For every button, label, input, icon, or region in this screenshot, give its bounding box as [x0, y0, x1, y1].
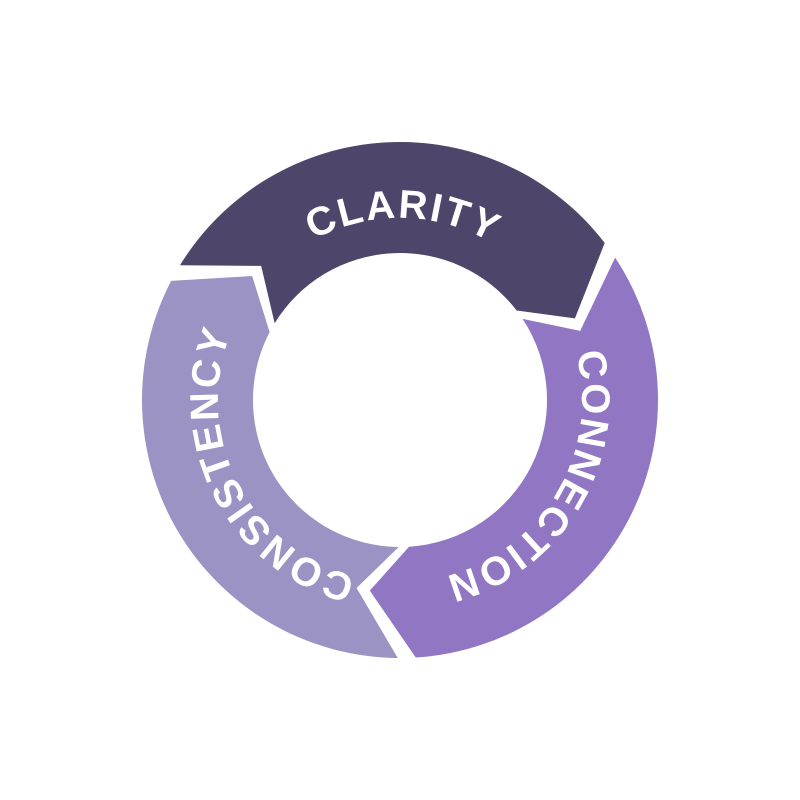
segment-clarity: [180, 141, 605, 324]
segment-consistency: [141, 275, 399, 658]
segment-connection: [369, 257, 658, 658]
